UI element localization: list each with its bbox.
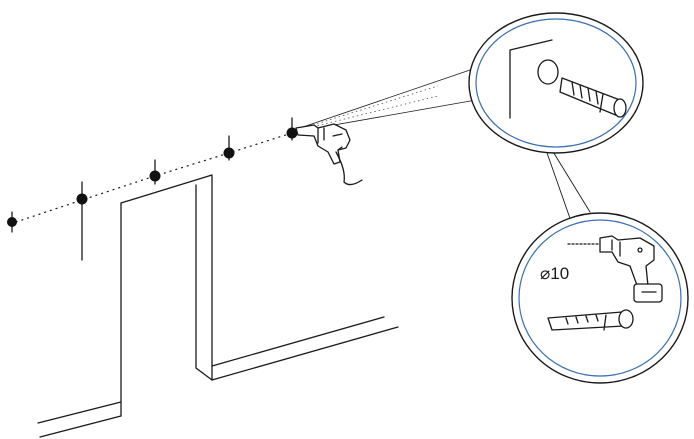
pin-4-dot xyxy=(223,147,235,159)
drill-spec-detail: ⌀10 xyxy=(511,212,689,384)
plug-icon xyxy=(547,309,634,331)
detail-circle-1 xyxy=(468,12,644,154)
magnify-beam xyxy=(299,69,477,132)
drill-hole xyxy=(537,59,559,85)
cordless-drill-icon xyxy=(567,235,663,303)
drill-bit-diameter-label: ⌀10 xyxy=(540,264,569,283)
detail-ring-2 xyxy=(518,219,682,377)
detail-ring-1 xyxy=(475,18,637,148)
marker-pins xyxy=(7,117,298,261)
pin-1-dot xyxy=(7,217,17,227)
pin-3-dot xyxy=(149,170,161,182)
door-frame xyxy=(37,174,399,438)
drill-icon xyxy=(295,123,363,186)
pin-2-dot xyxy=(76,193,88,205)
anchor-plug xyxy=(559,77,627,118)
level-line xyxy=(9,132,293,225)
wall-corner xyxy=(509,39,553,119)
wall-anchor-detail xyxy=(468,12,644,154)
pin-5-dot xyxy=(286,127,298,139)
detail-connector xyxy=(545,149,591,225)
